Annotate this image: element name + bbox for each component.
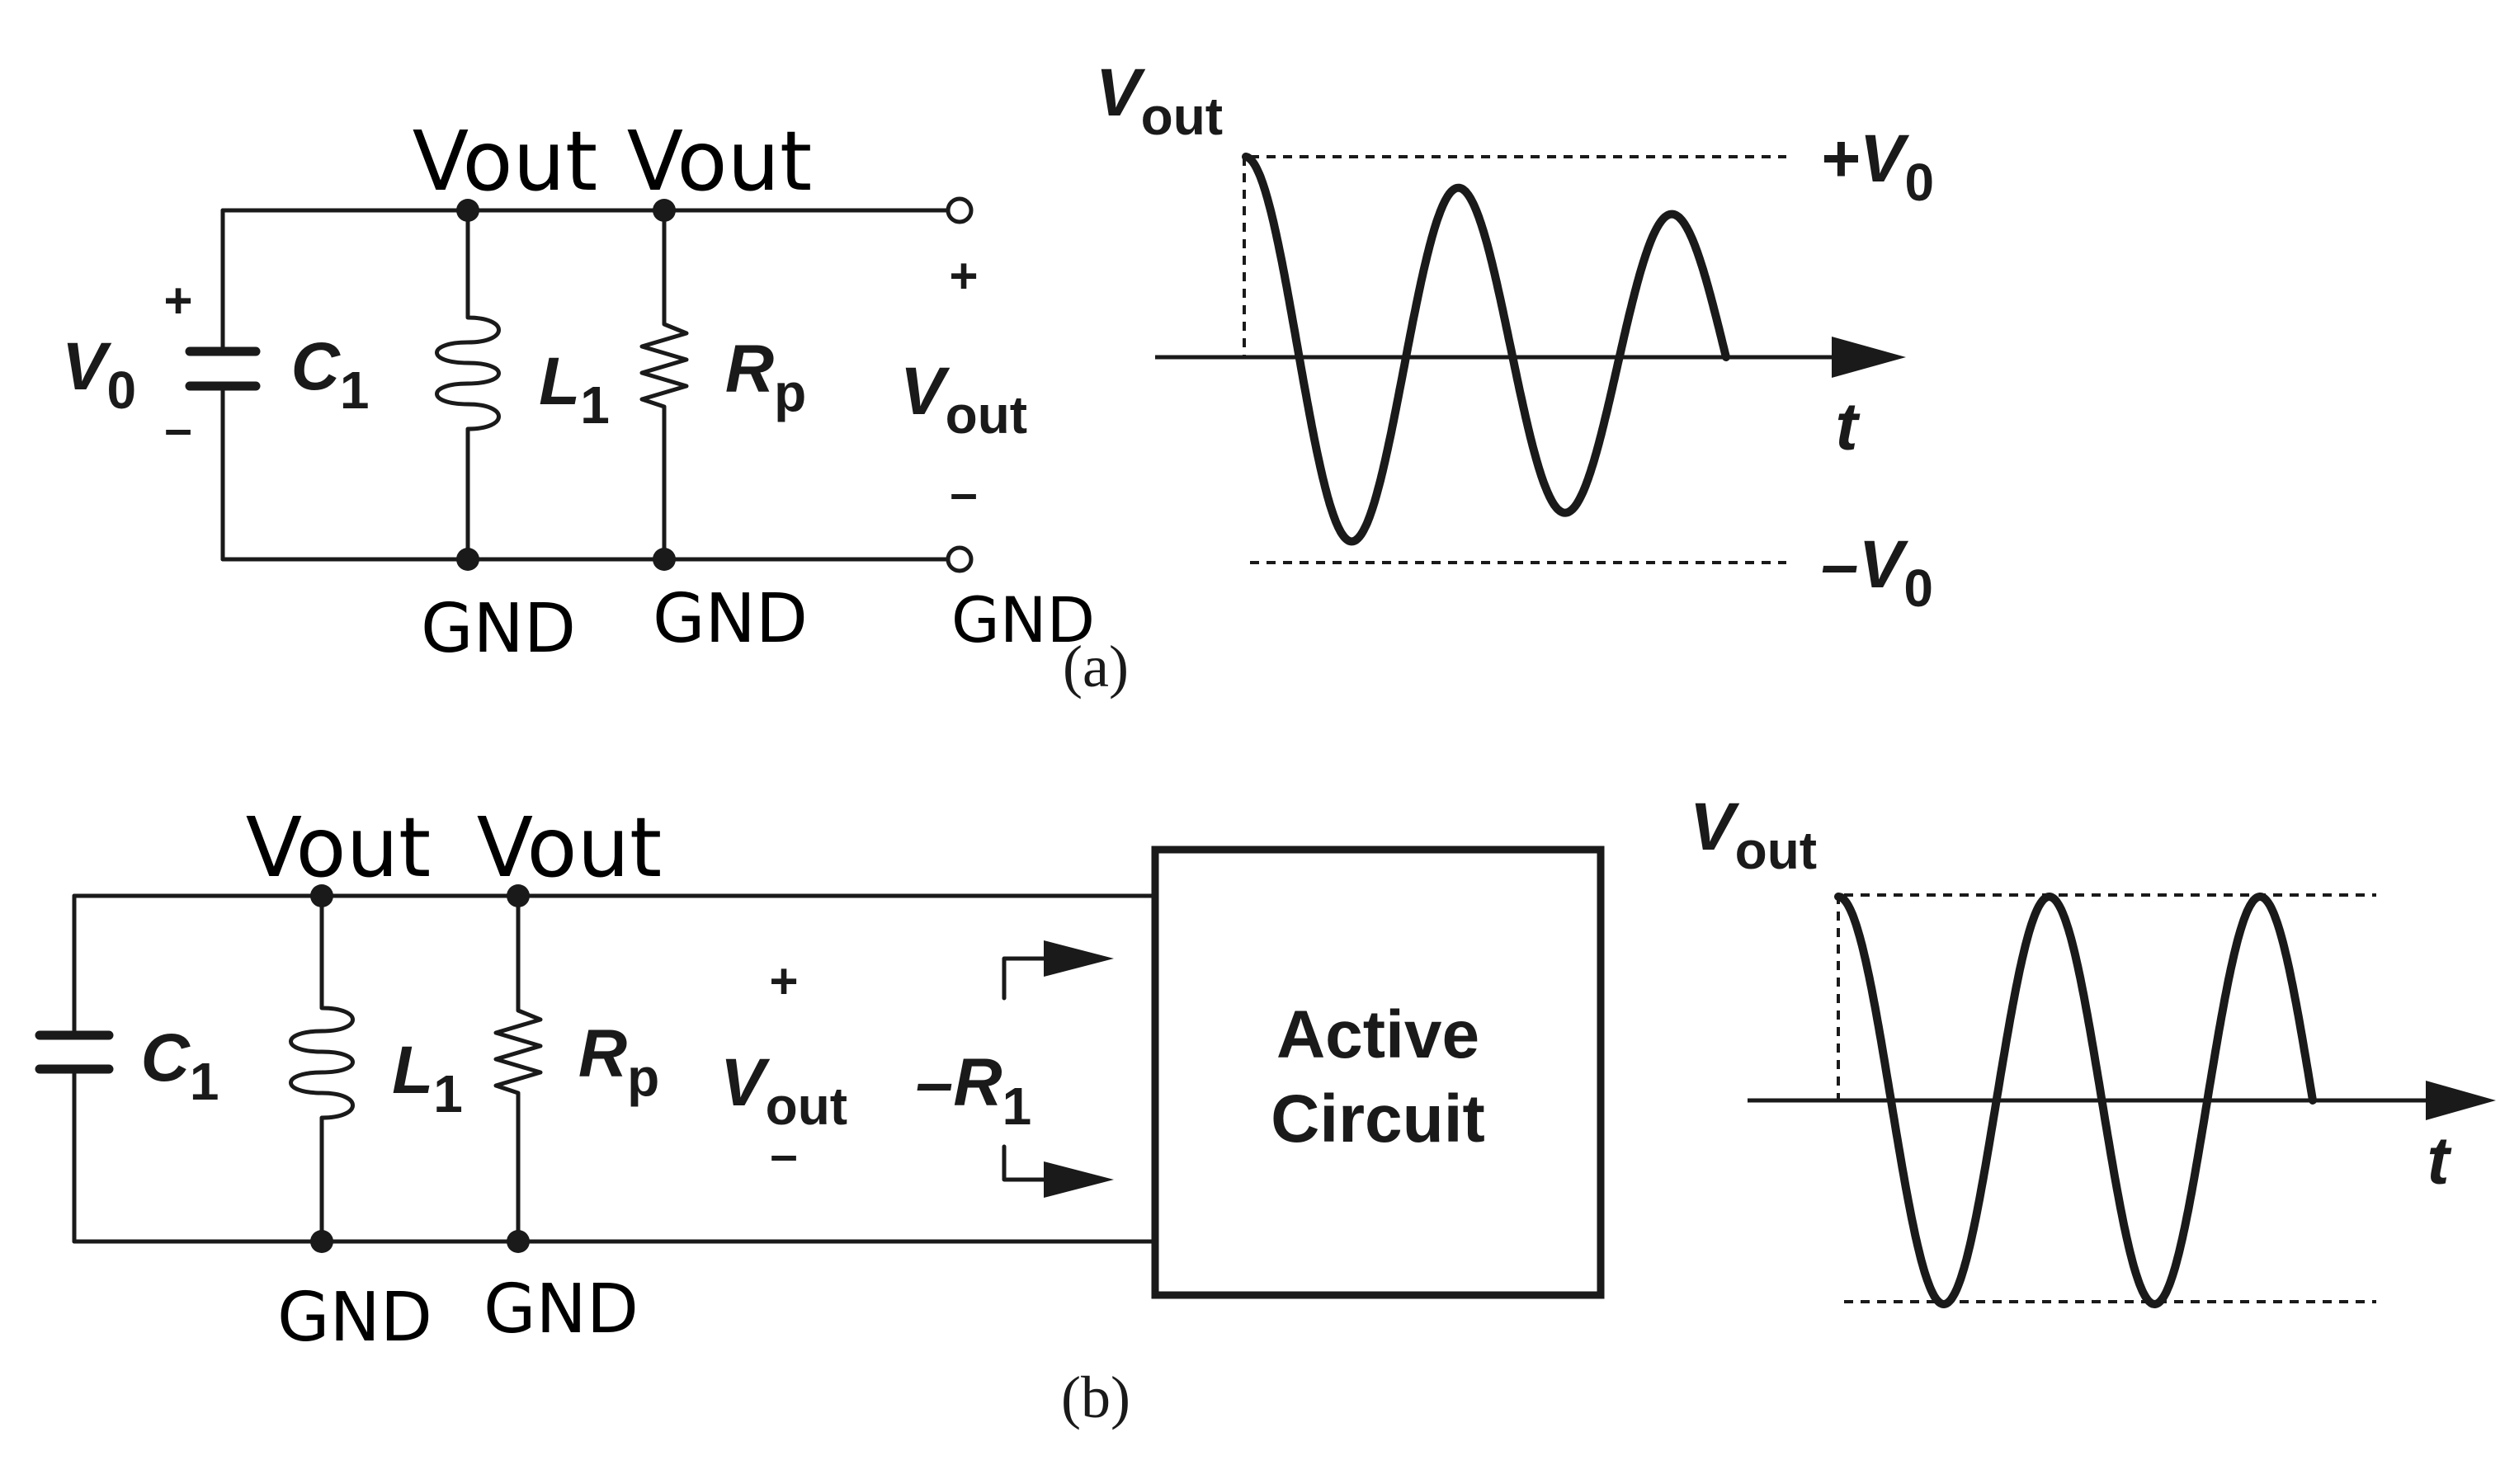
port-b-label: Vout bbox=[720, 1045, 847, 1136]
waveform-a-upper-level: +V0 bbox=[1820, 121, 1934, 212]
waveform-a-lower-level: –V0 bbox=[1821, 527, 1933, 618]
neg-res-top-arrowhead bbox=[1044, 940, 1114, 977]
resistor-a-symbol bbox=[639, 208, 689, 562]
waveform-b-sustained-sine bbox=[1834, 893, 2317, 1308]
port-b-minus: – bbox=[770, 1127, 797, 1182]
circuit-b: C1 L1 Rp + Vout – –R1 Vout Vout GND GND bbox=[35, 799, 1158, 1357]
neg-res-top-arrow-shaft bbox=[1002, 956, 1063, 1001]
terminal-a-bottom bbox=[946, 545, 974, 573]
inductor-a-symbol bbox=[435, 208, 501, 562]
inductor-b-symbol bbox=[289, 893, 355, 1244]
capacitor-a-symbol bbox=[185, 346, 261, 391]
waveform-a-arrowhead bbox=[1832, 337, 1906, 378]
cap-a-label: C1 bbox=[291, 329, 370, 420]
node-b-label-top-left: Vout bbox=[246, 799, 431, 896]
node-a-label-bottom-right: GND bbox=[951, 583, 1095, 657]
inductor-b-label: L1 bbox=[392, 1033, 463, 1124]
port-a-plus: + bbox=[949, 248, 978, 304]
waveform-a-decaying-sine bbox=[1242, 153, 1730, 546]
circuit-a: + – V0 C1 L1 Rp + Vout – Vout Vout GND G… bbox=[62, 113, 1095, 668]
node-b-bottom-l bbox=[310, 1230, 333, 1253]
node-b-top-l bbox=[310, 884, 333, 907]
active-circuit-box bbox=[1151, 846, 1605, 1299]
negative-resistance-label: –R1 bbox=[916, 1045, 1031, 1136]
panel-a-caption: (a) bbox=[1063, 634, 1129, 700]
waveform-b-arrowhead bbox=[2426, 1081, 2496, 1120]
node-a-label-bottom-mid: GND bbox=[653, 580, 808, 658]
node-a-label-top-right: Vout bbox=[627, 113, 812, 210]
waveform-a-y-label: Vout bbox=[1096, 55, 1223, 146]
waveform-b: Vout t bbox=[1690, 789, 2496, 1308]
port-a-label: Vout bbox=[900, 354, 1027, 445]
panel-a: + – V0 C1 L1 Rp + Vout – Vout Vout GND G… bbox=[62, 55, 1934, 700]
node-a-label-bottom-left: GND bbox=[421, 590, 576, 668]
neg-res-bottom-arrowhead bbox=[1044, 1161, 1114, 1198]
node-a-bottom-l bbox=[456, 548, 479, 571]
waveform-b-y-label: Vout bbox=[1690, 789, 1817, 880]
panel-b-caption: (b) bbox=[1061, 1364, 1130, 1430]
inductor-a-label: L1 bbox=[539, 344, 610, 435]
cap-a-minus: – bbox=[164, 401, 191, 456]
waveform-a-x-label: t bbox=[1835, 389, 1861, 464]
node-b-bottom-r bbox=[507, 1230, 530, 1253]
node-a-top-l bbox=[456, 199, 479, 222]
node-a-label-top-left: Vout bbox=[413, 113, 597, 210]
node-b-top-r bbox=[507, 884, 530, 907]
node-a-bottom-r bbox=[653, 548, 676, 571]
resistor-b-label: Rp bbox=[578, 1016, 659, 1107]
active-circuit-block: Active Circuit bbox=[1151, 846, 1605, 1299]
node-b-label-top-right: Vout bbox=[477, 799, 662, 896]
port-b-plus: + bbox=[769, 954, 798, 1009]
active-circuit-label-line1: Active bbox=[1276, 997, 1479, 1072]
waveform-a: Vout t +V0 –V0 bbox=[1096, 55, 1934, 618]
node-b-label-bottom-right: GND bbox=[484, 1270, 639, 1349]
waveform-b-x-label: t bbox=[2427, 1124, 2452, 1199]
cap-a-plus: + bbox=[163, 273, 192, 328]
resistor-b-symbol bbox=[493, 893, 543, 1244]
terminal-a-top bbox=[946, 196, 974, 224]
active-circuit-label-line2: Circuit bbox=[1271, 1081, 1485, 1157]
port-a-minus: – bbox=[950, 465, 977, 521]
resistor-a-label: Rp bbox=[725, 332, 806, 422]
cap-b-label: C1 bbox=[141, 1020, 219, 1111]
capacitor-b-symbol bbox=[35, 1030, 114, 1074]
node-a-top-r bbox=[653, 199, 676, 222]
neg-res-bottom-arrow-shaft bbox=[1002, 1144, 1063, 1182]
panel-b: C1 L1 Rp + Vout – –R1 Vout Vout GND GND … bbox=[35, 789, 2496, 1430]
node-b-label-bottom-left: GND bbox=[277, 1279, 432, 1357]
cap-a-voltage-label: V0 bbox=[62, 329, 136, 420]
